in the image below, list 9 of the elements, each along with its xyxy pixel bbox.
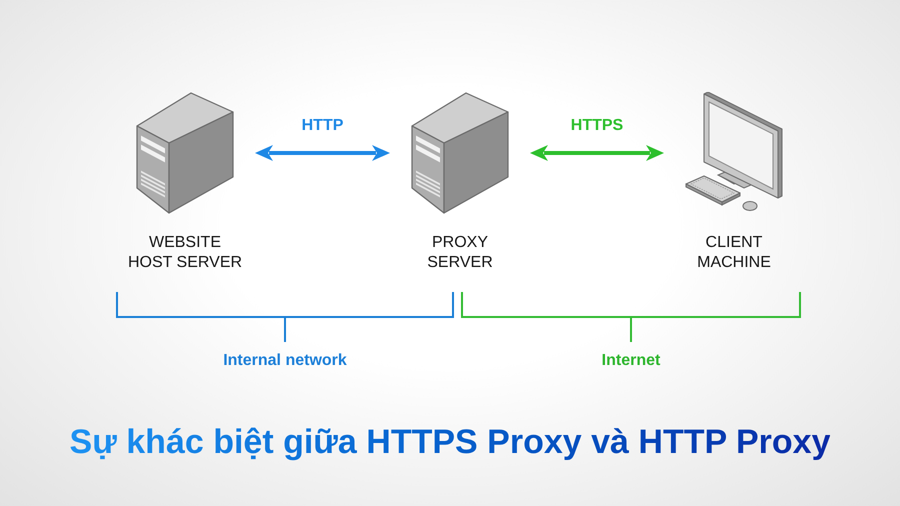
edge-label: HTTP <box>302 116 344 136</box>
node-label: CLIENT MACHINE <box>696 233 772 273</box>
double-arrow <box>530 145 664 161</box>
network-label: Internal network <box>223 351 347 371</box>
node-label: PROXY SERVER <box>426 233 494 273</box>
network-label: Internet <box>602 351 660 371</box>
node-label: WEBSITE HOST SERVER <box>126 233 244 273</box>
double-arrow <box>255 145 390 161</box>
edge-label: HTTPS <box>570 116 624 136</box>
